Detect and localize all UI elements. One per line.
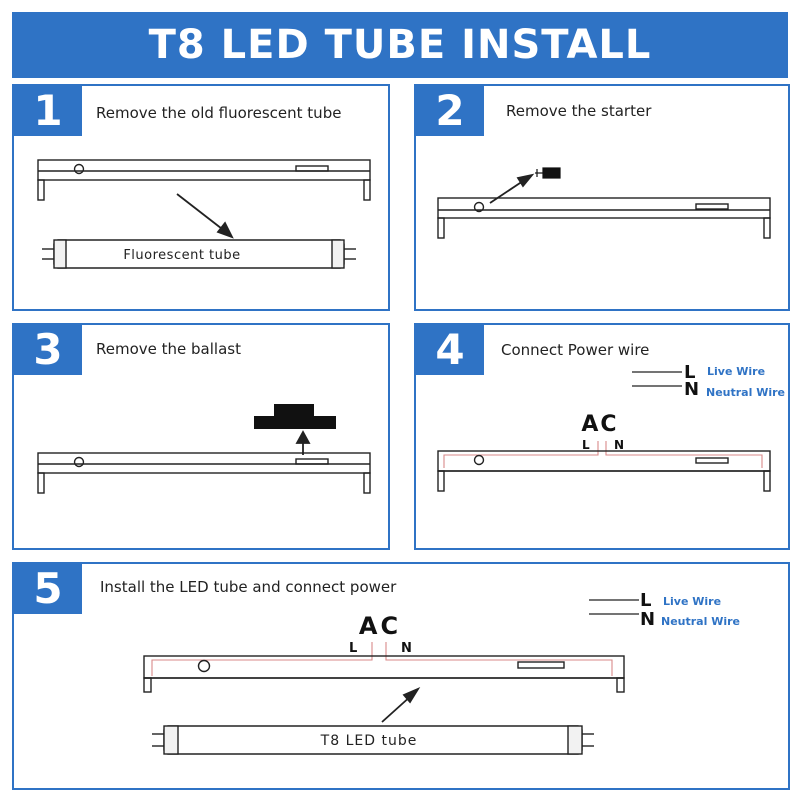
legend-neutral-text: Neutral Wire [661,615,740,628]
led-tube-icon [152,725,594,755]
wire-legend: L Live Wire N Neutral Wire [632,362,785,400]
fixture-icon [37,159,371,201]
step-4-illustration: L Live Wire N Neutral Wire AC L N [437,362,785,492]
neutral-terminal-label: N [614,438,624,452]
legend-neutral-letter: N [640,609,655,630]
starter-icon [535,167,561,179]
legend-live-letter: L [684,362,695,383]
fluorescent-tube-label: Fluorescent tube [123,248,240,263]
step-2-illustration [437,167,771,239]
step-4-number: 4 [416,325,484,375]
fixture-icon [437,450,771,492]
fluorescent-tube-icon [42,239,356,269]
led-tube-label: T8 LED tube [320,733,418,749]
step-1-panel: 1 Remove the old fluorescent tube Fluore… [12,84,390,311]
live-terminal-label: L [582,438,590,452]
step-5-title: Install the LED tube and connect power [100,578,397,596]
arrow-icon [295,430,311,455]
fixture-icon [37,452,371,494]
fixture-icon [437,197,771,239]
legend-neutral-letter: N [684,379,699,400]
legend-live-letter: L [640,590,651,611]
step-3-title: Remove the ballast [96,340,241,358]
step-4-panel: 4 Connect Power wire L Live Wire N Neutr… [414,323,790,550]
legend-live-text: Live Wire [707,365,765,378]
ac-label: AC [581,412,618,437]
neutral-terminal-label: N [401,641,412,656]
step-4-title: Connect Power wire [501,341,650,359]
legend-neutral-text: Neutral Wire [706,386,785,399]
live-terminal-label: L [349,641,357,656]
page-title: T8 LED TUBE INSTALL [12,12,788,78]
step-2-title: Remove the starter [506,102,652,120]
wire-legend: L Live Wire N Neutral Wire [589,590,740,630]
step-2-panel: 2 Remove the starter [414,84,790,311]
arrow-icon [381,687,421,723]
step-1-number: 1 [14,86,82,136]
step-2-number: 2 [416,86,484,136]
fixture-icon [143,655,625,693]
step-3-illustration [37,404,371,494]
power-wire-icon [151,642,613,676]
ballast-icon [254,404,336,429]
arrow-icon [176,193,234,239]
step-5-number: 5 [14,564,82,614]
power-wire-icon [443,441,763,468]
step-3-panel: 3 Remove the ballast [12,323,390,550]
step-1-illustration: Fluorescent tube [37,159,371,269]
ac-label: AC [359,612,401,640]
step-3-number: 3 [14,325,82,375]
step-1-title: Remove the old fluorescent tube [96,104,342,122]
step-5-illustration: L Live Wire N Neutral Wire AC L N [143,590,740,755]
step-5-panel: 5 Install the LED tube and connect power… [12,562,790,790]
legend-live-text: Live Wire [663,595,721,608]
arrow-icon [489,173,535,204]
